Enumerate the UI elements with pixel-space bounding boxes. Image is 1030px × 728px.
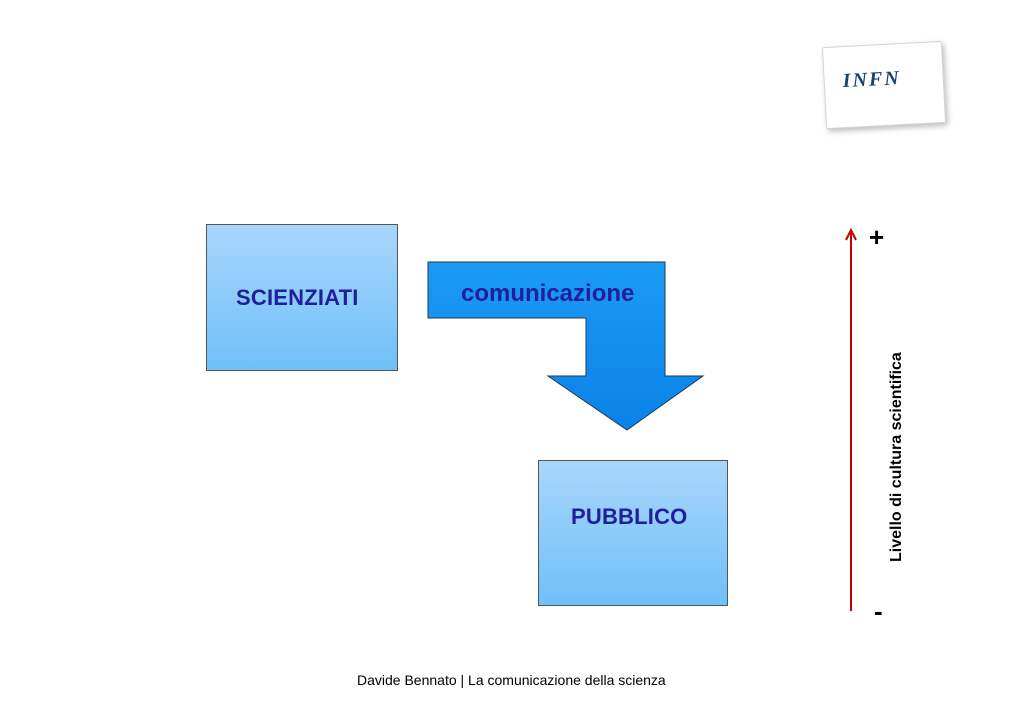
scienziati-label: SCIENZIATI xyxy=(236,285,359,310)
footer-text: Davide Bennato | La comunicazione della … xyxy=(357,672,666,688)
axis-label: Livello di cultura scientifica xyxy=(888,352,905,562)
axis-top-marker: + xyxy=(869,222,885,252)
axis-bottom-marker: - xyxy=(874,596,883,626)
scienziati-box: SCIENZIATI xyxy=(206,224,398,371)
axis-arrowhead xyxy=(845,227,857,241)
pubblico-box: PUBBLICO xyxy=(538,460,728,606)
arrow-shape xyxy=(427,261,705,431)
arrow-label: comunicazione xyxy=(461,280,635,307)
pubblico-label: PUBBLICO xyxy=(571,504,688,529)
